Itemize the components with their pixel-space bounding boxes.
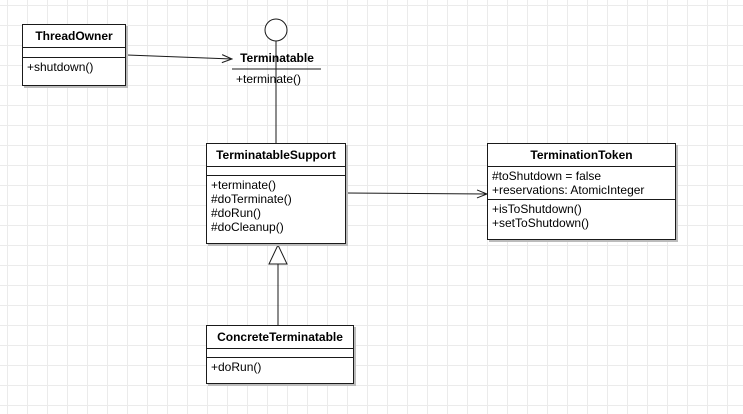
operations-section: +isToShutdown() +setToShutdown()	[488, 200, 675, 232]
interface-lollipop-icon	[264, 18, 288, 42]
class-termination-token[interactable]: TerminationToken #toShutdown = false +re…	[487, 143, 676, 240]
attributes-section: #toShutdown = false +reservations: Atomi…	[488, 167, 675, 200]
operation: #doRun()	[211, 206, 262, 220]
generalization-triangle-icon	[268, 243, 288, 265]
class-terminatable-support[interactable]: TerminatableSupport +terminate() #doTerm…	[206, 143, 346, 244]
operations-section: +shutdown()	[23, 58, 125, 76]
operation: +isToShutdown()	[492, 202, 582, 216]
class-concrete-terminatable[interactable]: ConcreteTerminatable +doRun()	[206, 325, 354, 384]
operation: +shutdown()	[27, 60, 94, 74]
class-thread-owner[interactable]: ThreadOwner +shutdown()	[22, 24, 126, 86]
interface-terminatable-name[interactable]: Terminatable	[240, 51, 314, 65]
operation: #doTerminate()	[211, 192, 292, 206]
attributes-section	[207, 167, 345, 176]
attribute: +reservations: AtomicInteger	[492, 183, 645, 197]
operations-section: +doRun()	[207, 358, 353, 376]
operation: #doCleanup()	[211, 220, 284, 234]
class-name: TerminatableSupport	[207, 144, 345, 167]
operations-section: +terminate() #doTerminate() #doRun() #do…	[207, 176, 345, 236]
association-support-token	[345, 193, 487, 194]
class-name: ThreadOwner	[23, 25, 125, 48]
operation: +terminate()	[211, 178, 277, 192]
class-name: TerminationToken	[488, 144, 675, 167]
attributes-section	[207, 349, 353, 358]
association-threadowner-terminatable	[125, 55, 232, 59]
class-name: ConcreteTerminatable	[207, 326, 353, 349]
operation: +doRun()	[211, 360, 262, 374]
attribute: #toShutdown = false	[492, 169, 602, 183]
interface-operation: +terminate()	[236, 72, 302, 86]
attributes-section	[23, 48, 125, 58]
operation: +setToShutdown()	[492, 216, 590, 230]
